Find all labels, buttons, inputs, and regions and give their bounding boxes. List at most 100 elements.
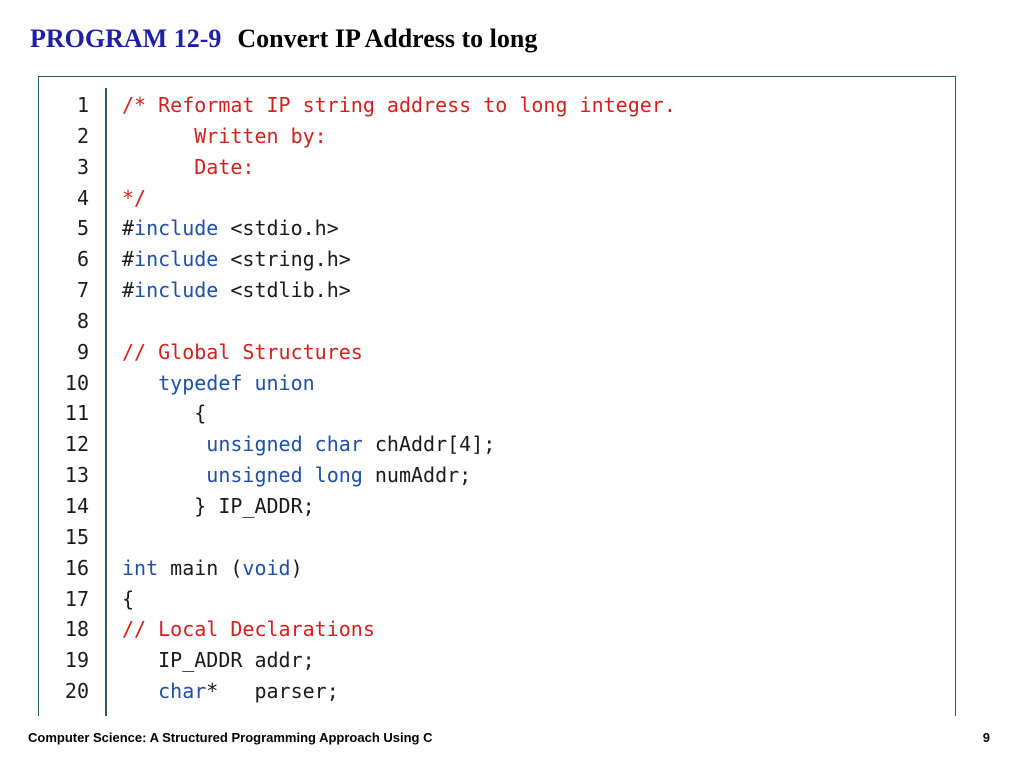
code-listing-frame: 1 /* Reformat IP string address to long i… (38, 76, 956, 716)
code-line: 1 /* Reformat IP string address to long i… (39, 90, 955, 121)
code-text: /* Reformat IP string address to long in… (122, 90, 676, 121)
code-text: int main (void) (122, 553, 303, 584)
code-text: #include <stdio.h> (122, 213, 339, 244)
code-text: { (122, 398, 206, 429)
code-keyword: int (122, 555, 159, 580)
code-comment: */ (122, 185, 147, 210)
code-token: <stdio.h> (218, 216, 339, 241)
code-text: unsigned char chAddr[4]; (122, 429, 495, 460)
code-text: { (122, 584, 134, 615)
code-line: 18 // Local Declarations (39, 614, 955, 645)
code-text: */ (122, 183, 146, 214)
code-text: Date: (122, 152, 254, 183)
code-token (122, 432, 206, 456)
line-number: 15 (64, 524, 89, 549)
code-text: #include <string.h> (122, 244, 351, 275)
code-comment: Written by: (122, 123, 327, 148)
line-number: 3 (76, 154, 89, 179)
code-token: ) (290, 555, 303, 580)
code-token: * parser; (206, 679, 339, 704)
code-text: // Global Structures (122, 337, 363, 368)
code-token: <string.h> (218, 247, 351, 272)
line-number: 2 (76, 123, 89, 148)
line-number: 18 (64, 617, 89, 642)
code-comment: // Global Structures (122, 339, 363, 364)
code-lines: 1 /* Reformat IP string address to long i… (39, 90, 955, 707)
line-number-divider (105, 88, 107, 716)
code-line: 4 */ (39, 183, 955, 214)
code-text: // Local Declarations (122, 614, 375, 645)
program-title: Convert IP Address to long (237, 24, 538, 53)
line-number: 5 (76, 216, 89, 241)
code-token: IP_ADDR addr; (122, 648, 315, 673)
code-line: 20 char* parser; (39, 676, 955, 707)
code-token: <stdlib.h> (218, 278, 351, 303)
code-text: #include <stdlib.h> (122, 275, 351, 306)
line-number: 20 (64, 679, 89, 704)
code-text: char* parser; (122, 676, 339, 707)
program-label: PROGRAM 12-9 (30, 24, 222, 53)
code-line: 6 #include <string.h> (39, 244, 955, 275)
code-token: chAddr[4]; (362, 432, 496, 457)
code-line: 13 unsigned long numAddr; (39, 460, 955, 491)
line-number: 9 (76, 339, 89, 364)
code-token (303, 432, 315, 456)
code-token: main ( (158, 555, 243, 580)
code-keyword: char (158, 679, 207, 704)
code-line: 5 #include <stdio.h> (39, 213, 955, 244)
code-keyword: union (254, 370, 315, 395)
code-token: } IP_ADDR; (122, 493, 315, 518)
code-keyword: unsigned (206, 432, 303, 457)
code-keyword: char (314, 432, 363, 457)
code-comment: Date: (122, 154, 255, 179)
code-text: } IP_ADDR; (122, 491, 315, 522)
code-line: 10 typedef union (39, 368, 955, 399)
code-token (242, 371, 254, 395)
line-number: 13 (64, 463, 89, 488)
code-line: 8 (39, 306, 955, 337)
code-line: 14 } IP_ADDR; (39, 491, 955, 522)
code-token: { (122, 401, 207, 426)
line-number: 4 (76, 185, 89, 210)
line-number: 12 (64, 432, 89, 457)
code-line: 12 unsigned char chAddr[4]; (39, 429, 955, 460)
code-token: # (122, 247, 135, 272)
code-keyword: unsigned (206, 463, 303, 488)
code-line: 11 { (39, 398, 955, 429)
line-number: 7 (76, 278, 89, 303)
line-number: 10 (64, 370, 89, 395)
line-number: 14 (64, 493, 89, 518)
line-number: 1 (76, 93, 89, 117)
line-number: 19 (64, 648, 89, 673)
code-token: # (122, 216, 135, 241)
line-number: 6 (76, 247, 89, 272)
code-text: IP_ADDR addr; (122, 645, 315, 676)
code-keyword: include (134, 216, 219, 241)
line-number: 16 (64, 555, 89, 580)
code-line: 17 { (39, 584, 955, 615)
code-line: 9 // Global Structures (39, 337, 955, 368)
line-number: 11 (64, 401, 89, 426)
code-token (122, 463, 206, 487)
code-line: 2 Written by: (39, 121, 955, 152)
code-keyword: include (134, 247, 219, 272)
footer-book-title: Computer Science: A Structured Programmi… (28, 730, 433, 745)
code-token (303, 463, 315, 487)
code-text: unsigned long numAddr; (122, 460, 471, 491)
code-comment: /* Reformat IP string address to long in… (122, 93, 676, 117)
line-number: 17 (64, 586, 89, 611)
code-text: Written by: (122, 121, 327, 152)
code-token: numAddr; (362, 463, 472, 488)
code-keyword: void (242, 555, 291, 580)
code-text: typedef union (122, 368, 315, 399)
page-number: 9 (982, 730, 990, 745)
code-keyword: include (134, 278, 219, 303)
code-comment: // Local Declarations (122, 617, 375, 642)
slide-title: PROGRAM 12-9 Convert IP Address to long (30, 24, 537, 54)
line-number: 8 (76, 308, 89, 333)
code-line: 16 int main (void) (39, 553, 955, 584)
code-token (122, 371, 158, 395)
code-keyword: long (314, 463, 363, 488)
code-line: 3 Date: (39, 152, 955, 183)
code-line: 19 IP_ADDR addr; (39, 645, 955, 676)
